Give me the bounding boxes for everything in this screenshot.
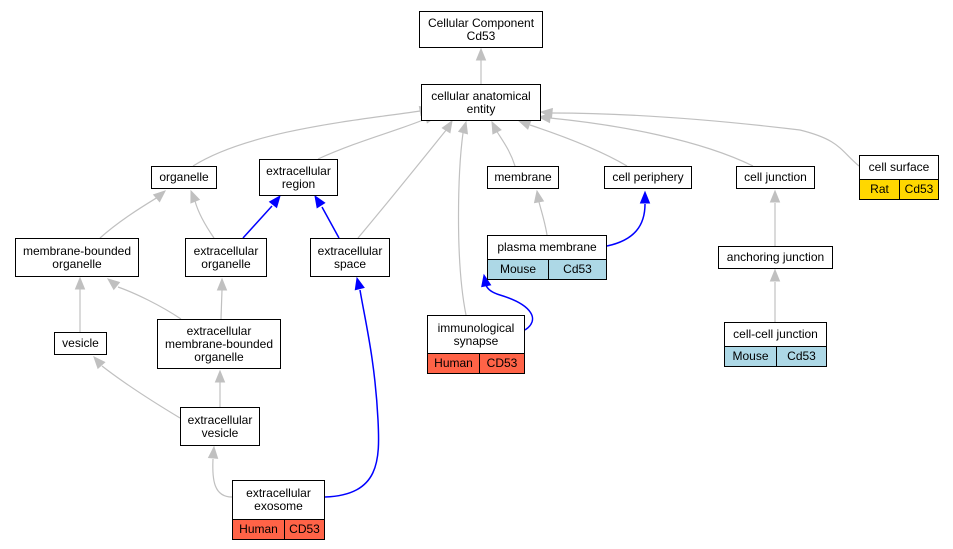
is-a-edge <box>212 458 233 498</box>
part-of-arrowhead <box>354 276 365 291</box>
part-of-edge <box>324 289 380 498</box>
part-of-edge <box>242 205 273 239</box>
node-label: extracellular region <box>266 163 331 191</box>
is-a-edge <box>101 365 181 419</box>
part-of-arrowhead <box>639 190 651 204</box>
part-of-edge <box>606 203 646 247</box>
species-cell-human: Human <box>233 520 284 539</box>
is-a-edge <box>220 289 223 320</box>
gene-cell: Cd53 <box>899 180 938 199</box>
is-a-arrowhead <box>152 190 167 203</box>
node-label: organelle <box>159 170 209 184</box>
node-cell-periphery[interactable]: cell periphery <box>604 166 692 189</box>
node-cellular-component[interactable]: Cellular Component Cd53 <box>419 11 543 48</box>
is-a-arrowhead <box>74 276 86 290</box>
is-a-edge <box>529 124 628 167</box>
annotation-row: Rat Cd53 <box>860 179 938 199</box>
node-membrane[interactable]: membrane <box>487 166 559 189</box>
is-a-edge <box>194 200 215 239</box>
node-label: extracellular vesicle <box>187 412 253 440</box>
annotation-row: Human CD53 <box>233 519 324 539</box>
is-a-edge <box>495 129 516 167</box>
gene-cell: Cd53 <box>776 347 826 366</box>
node-cell-junction[interactable]: cell junction <box>736 166 815 189</box>
is-a-arrowhead <box>475 47 487 61</box>
node-label: extracellular organelle <box>193 243 259 271</box>
is-a-edge <box>117 286 182 320</box>
is-a-arrowhead <box>214 369 226 383</box>
species-cell-mouse: Mouse <box>488 260 548 279</box>
is-a-edge <box>538 201 548 236</box>
species-cell-rat: Rat <box>860 180 899 199</box>
node-label: extracellular space <box>317 243 383 271</box>
is-a-arrowhead <box>457 120 469 135</box>
node-label: immunological synapse <box>437 320 515 348</box>
part-of-edge <box>321 206 340 239</box>
is-a-arrowhead <box>491 120 502 135</box>
node-label: cell surface <box>868 160 930 174</box>
is-a-edge <box>357 128 448 239</box>
node-membrane-bounded-organelle[interactable]: membrane-bounded organelle <box>15 238 139 277</box>
part-of-arrowhead <box>314 194 326 209</box>
is-a-arrowhead <box>216 277 228 291</box>
gene-cell: Cd53 <box>548 260 606 279</box>
node-label: cell junction <box>744 170 807 184</box>
node-extracellular-region[interactable]: extracellular region <box>259 159 338 196</box>
node-extracellular-vesicle[interactable]: extracellular vesicle <box>180 407 260 446</box>
node-label: cellular anatomical entity <box>431 88 531 116</box>
annotation-row: Mouse Cd53 <box>725 346 826 366</box>
node-anchoring-junction[interactable]: anchoring junction <box>718 246 833 269</box>
is-a-edge <box>551 112 860 167</box>
annotation-row: Mouse Cd53 <box>488 259 606 279</box>
node-label: Cellular Component Cd53 <box>427 15 535 43</box>
species-cell-mouse: Mouse <box>725 347 776 366</box>
node-cellular-anatomical-entity[interactable]: cellular anatomical entity <box>421 84 541 121</box>
is-a-arrowhead <box>769 189 781 203</box>
annotation-row: Human CD53 <box>428 353 524 373</box>
is-a-edge <box>192 110 421 167</box>
node-label: membrane <box>494 170 552 184</box>
is-a-arrowhead <box>539 107 553 119</box>
node-label: extracellular exosome <box>246 486 311 513</box>
is-a-arrowhead <box>106 278 121 291</box>
gene-cell: CD53 <box>284 520 324 539</box>
gene-cell: CD53 <box>479 354 524 373</box>
is-a-arrowhead <box>441 119 453 134</box>
is-a-edge <box>457 132 467 316</box>
part-of-edge <box>485 284 534 331</box>
node-label: plasma membrane <box>497 240 597 254</box>
is-a-arrowhead <box>517 120 532 130</box>
is-a-edge <box>99 196 159 239</box>
node-label: vesicle <box>62 336 99 350</box>
is-a-arrowhead <box>207 445 219 459</box>
node-label: cell-cell junction <box>733 327 818 341</box>
node-label: anchoring junction <box>726 250 825 264</box>
node-label: membrane-bounded organelle <box>22 243 132 271</box>
node-extracellular-membrane-bounded-organelle[interactable]: extracellular membrane-bounded organelle <box>157 319 281 369</box>
is-a-arrowhead <box>93 356 106 370</box>
is-a-arrowhead <box>769 268 781 282</box>
node-organelle[interactable]: organelle <box>151 166 217 189</box>
part-of-arrowhead <box>268 194 281 209</box>
node-label: extracellular membrane-bounded organelle <box>164 323 274 364</box>
node-cell-cell-junction[interactable]: cell-cell junction Mouse Cd53 <box>724 322 827 367</box>
is-a-arrowhead <box>190 189 201 204</box>
node-cell-surface[interactable]: cell surface Rat Cd53 <box>859 155 939 200</box>
is-a-edge <box>317 117 429 160</box>
species-cell-human: Human <box>428 354 479 373</box>
node-vesicle[interactable]: vesicle <box>54 332 107 355</box>
node-plasma-membrane[interactable]: plasma membrane Mouse Cd53 <box>487 235 607 280</box>
node-extracellular-organelle[interactable]: extracellular organelle <box>185 238 267 277</box>
node-label: cell periphery <box>612 170 684 184</box>
is-a-arrowhead <box>533 189 545 204</box>
node-extracellular-exosome[interactable]: extracellular exosome Human CD53 <box>232 480 325 540</box>
node-immunological-synapse[interactable]: immunological synapse Human CD53 <box>427 315 525 374</box>
is-a-edge <box>549 117 754 167</box>
node-extracellular-space[interactable]: extracellular space <box>310 238 390 277</box>
